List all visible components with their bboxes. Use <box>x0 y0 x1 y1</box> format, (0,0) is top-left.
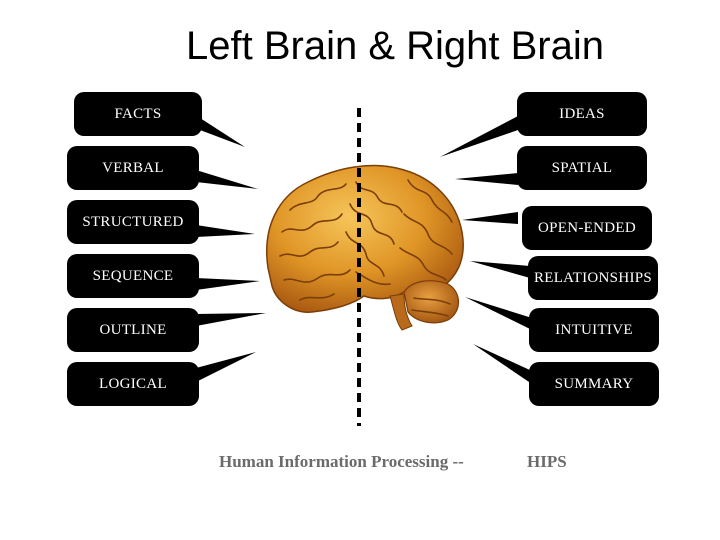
left-trait-verbal: VERBAL <box>67 146 199 190</box>
left-trait-sequence: SEQUENCE <box>67 254 199 298</box>
right-trait-summary: SUMMARY <box>529 362 659 406</box>
left-trait-facts: FACTS <box>74 92 202 136</box>
left-trait-structured: STRUCTURED <box>67 200 199 244</box>
pointer-logical <box>196 352 256 382</box>
pointer-summary <box>473 344 532 384</box>
left-trait-logical: LOGICAL <box>67 362 199 406</box>
right-trait-relationships: RELATIONSHIPS <box>528 256 658 300</box>
right-trait-spatial: SPATIAL <box>517 146 647 190</box>
right-trait-open-ended: OPEN-ENDED <box>522 206 652 250</box>
pointer-outline <box>196 313 266 326</box>
pointer-sequence <box>196 278 260 290</box>
left-trait-outline: OUTLINE <box>67 308 199 352</box>
right-trait-ideas: IDEAS <box>517 92 647 136</box>
page-title: Left Brain & Right Brain <box>186 24 604 68</box>
pointer-facts <box>200 118 245 147</box>
right-trait-intuitive: INTUITIVE <box>529 308 659 352</box>
pointer-relationships <box>470 261 530 278</box>
footer-acronym: HIPS <box>527 452 567 471</box>
footer-caption: Human Information Processing -- <box>219 452 464 471</box>
pointer-intuitive <box>465 297 532 330</box>
pointer-spatial <box>455 173 518 185</box>
pointer-open-ended <box>462 212 518 224</box>
pointer-structured <box>196 225 255 237</box>
pointer-ideas <box>440 116 518 157</box>
brain-icon <box>266 164 464 331</box>
pointer-verbal <box>196 170 258 189</box>
